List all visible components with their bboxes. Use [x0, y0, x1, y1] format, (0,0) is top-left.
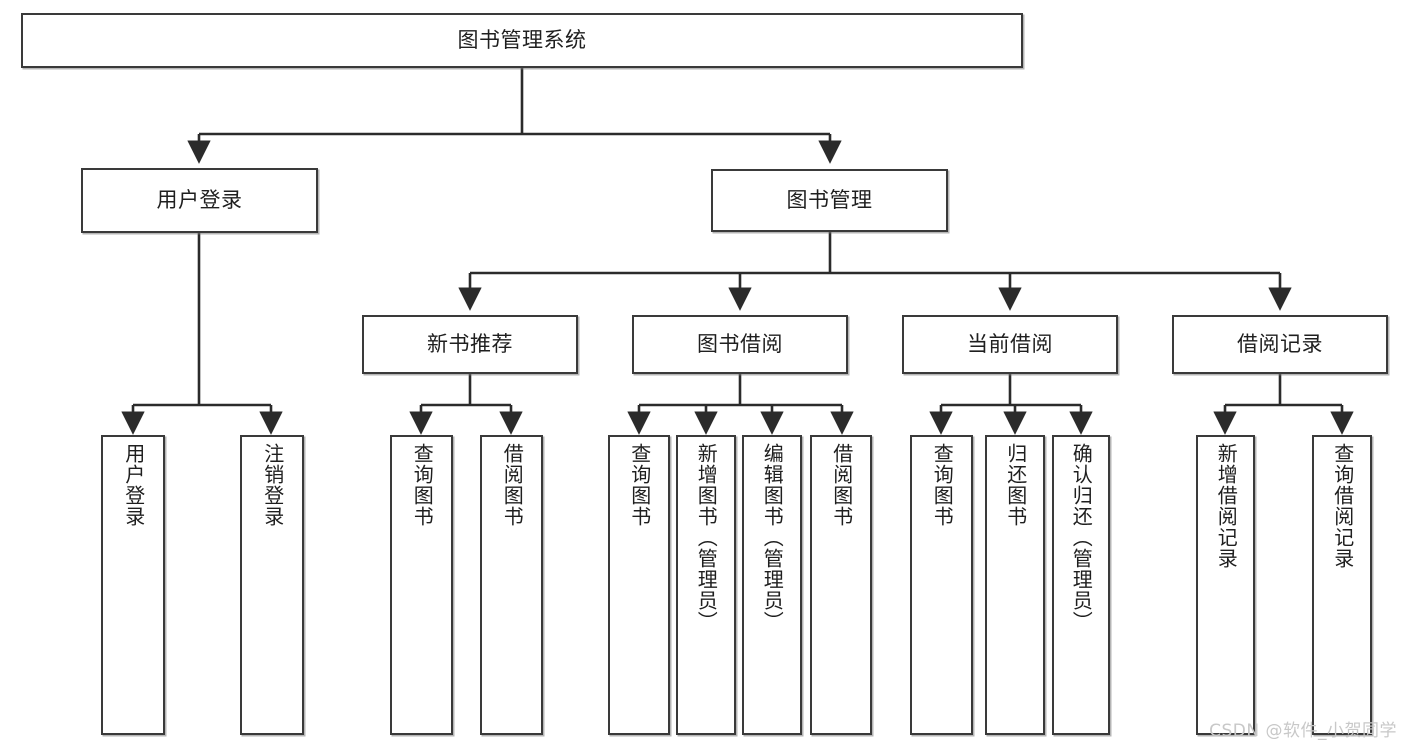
node-borrow-record[interactable]: 借阅记录: [1172, 315, 1388, 374]
node-label: 图书管理系统: [457, 27, 587, 52]
node-label: 新书推荐: [427, 331, 513, 356]
node-label: 当前借阅: [967, 331, 1053, 356]
leaf-query-book-current[interactable]: 查询图书: [910, 435, 973, 735]
leaf-add-book-admin[interactable]: 新增图书（管理员）: [676, 435, 736, 735]
node-label: 查询借阅记录: [1330, 443, 1355, 569]
node-user-login[interactable]: 用户登录: [81, 168, 318, 233]
node-root-book-management-system[interactable]: 图书管理系统: [21, 13, 1023, 68]
node-label: 借阅图书: [829, 443, 854, 527]
leaf-edit-book-admin[interactable]: 编辑图书（管理员）: [742, 435, 802, 735]
node-label: 新增图书（管理员）: [694, 443, 719, 632]
node-label: 确认归还（管理员）: [1069, 443, 1094, 632]
node-label: 编辑图书（管理员）: [760, 443, 785, 632]
node-label: 借阅图书: [500, 443, 525, 527]
node-label: 图书借阅: [697, 331, 783, 356]
leaf-query-borrow-record[interactable]: 查询借阅记录: [1312, 435, 1372, 735]
node-label: 用户登录: [121, 443, 146, 527]
node-book-manage[interactable]: 图书管理: [711, 169, 948, 232]
node-current-borrow[interactable]: 当前借阅: [902, 315, 1118, 374]
leaf-add-borrow-record[interactable]: 新增借阅记录: [1196, 435, 1255, 735]
node-label: 图书管理: [786, 187, 873, 212]
csdn-watermark: CSDN @软件_小贺同学: [1209, 721, 1397, 741]
node-book-borrow[interactable]: 图书借阅: [632, 315, 848, 374]
node-label: 注销登录: [260, 443, 285, 527]
node-label: 用户登录: [156, 187, 243, 212]
node-label: 查询图书: [627, 443, 652, 527]
leaf-query-book-recommend[interactable]: 查询图书: [390, 435, 453, 735]
node-label: 查询图书: [930, 443, 955, 527]
node-label: 查询图书: [410, 443, 435, 527]
leaf-borrow-book-recommend[interactable]: 借阅图书: [480, 435, 543, 735]
leaf-confirm-return-admin[interactable]: 确认归还（管理员）: [1052, 435, 1110, 735]
leaf-borrow-book[interactable]: 借阅图书: [810, 435, 872, 735]
leaf-user-login[interactable]: 用户登录: [101, 435, 165, 735]
leaf-query-book-borrow[interactable]: 查询图书: [608, 435, 670, 735]
node-label: 新增借阅记录: [1214, 443, 1239, 569]
node-label: 借阅记录: [1237, 331, 1323, 356]
leaf-return-book[interactable]: 归还图书: [985, 435, 1045, 735]
node-label: 归还图书: [1003, 443, 1028, 527]
node-new-book-recommend[interactable]: 新书推荐: [362, 315, 578, 374]
leaf-logout-login[interactable]: 注销登录: [240, 435, 304, 735]
